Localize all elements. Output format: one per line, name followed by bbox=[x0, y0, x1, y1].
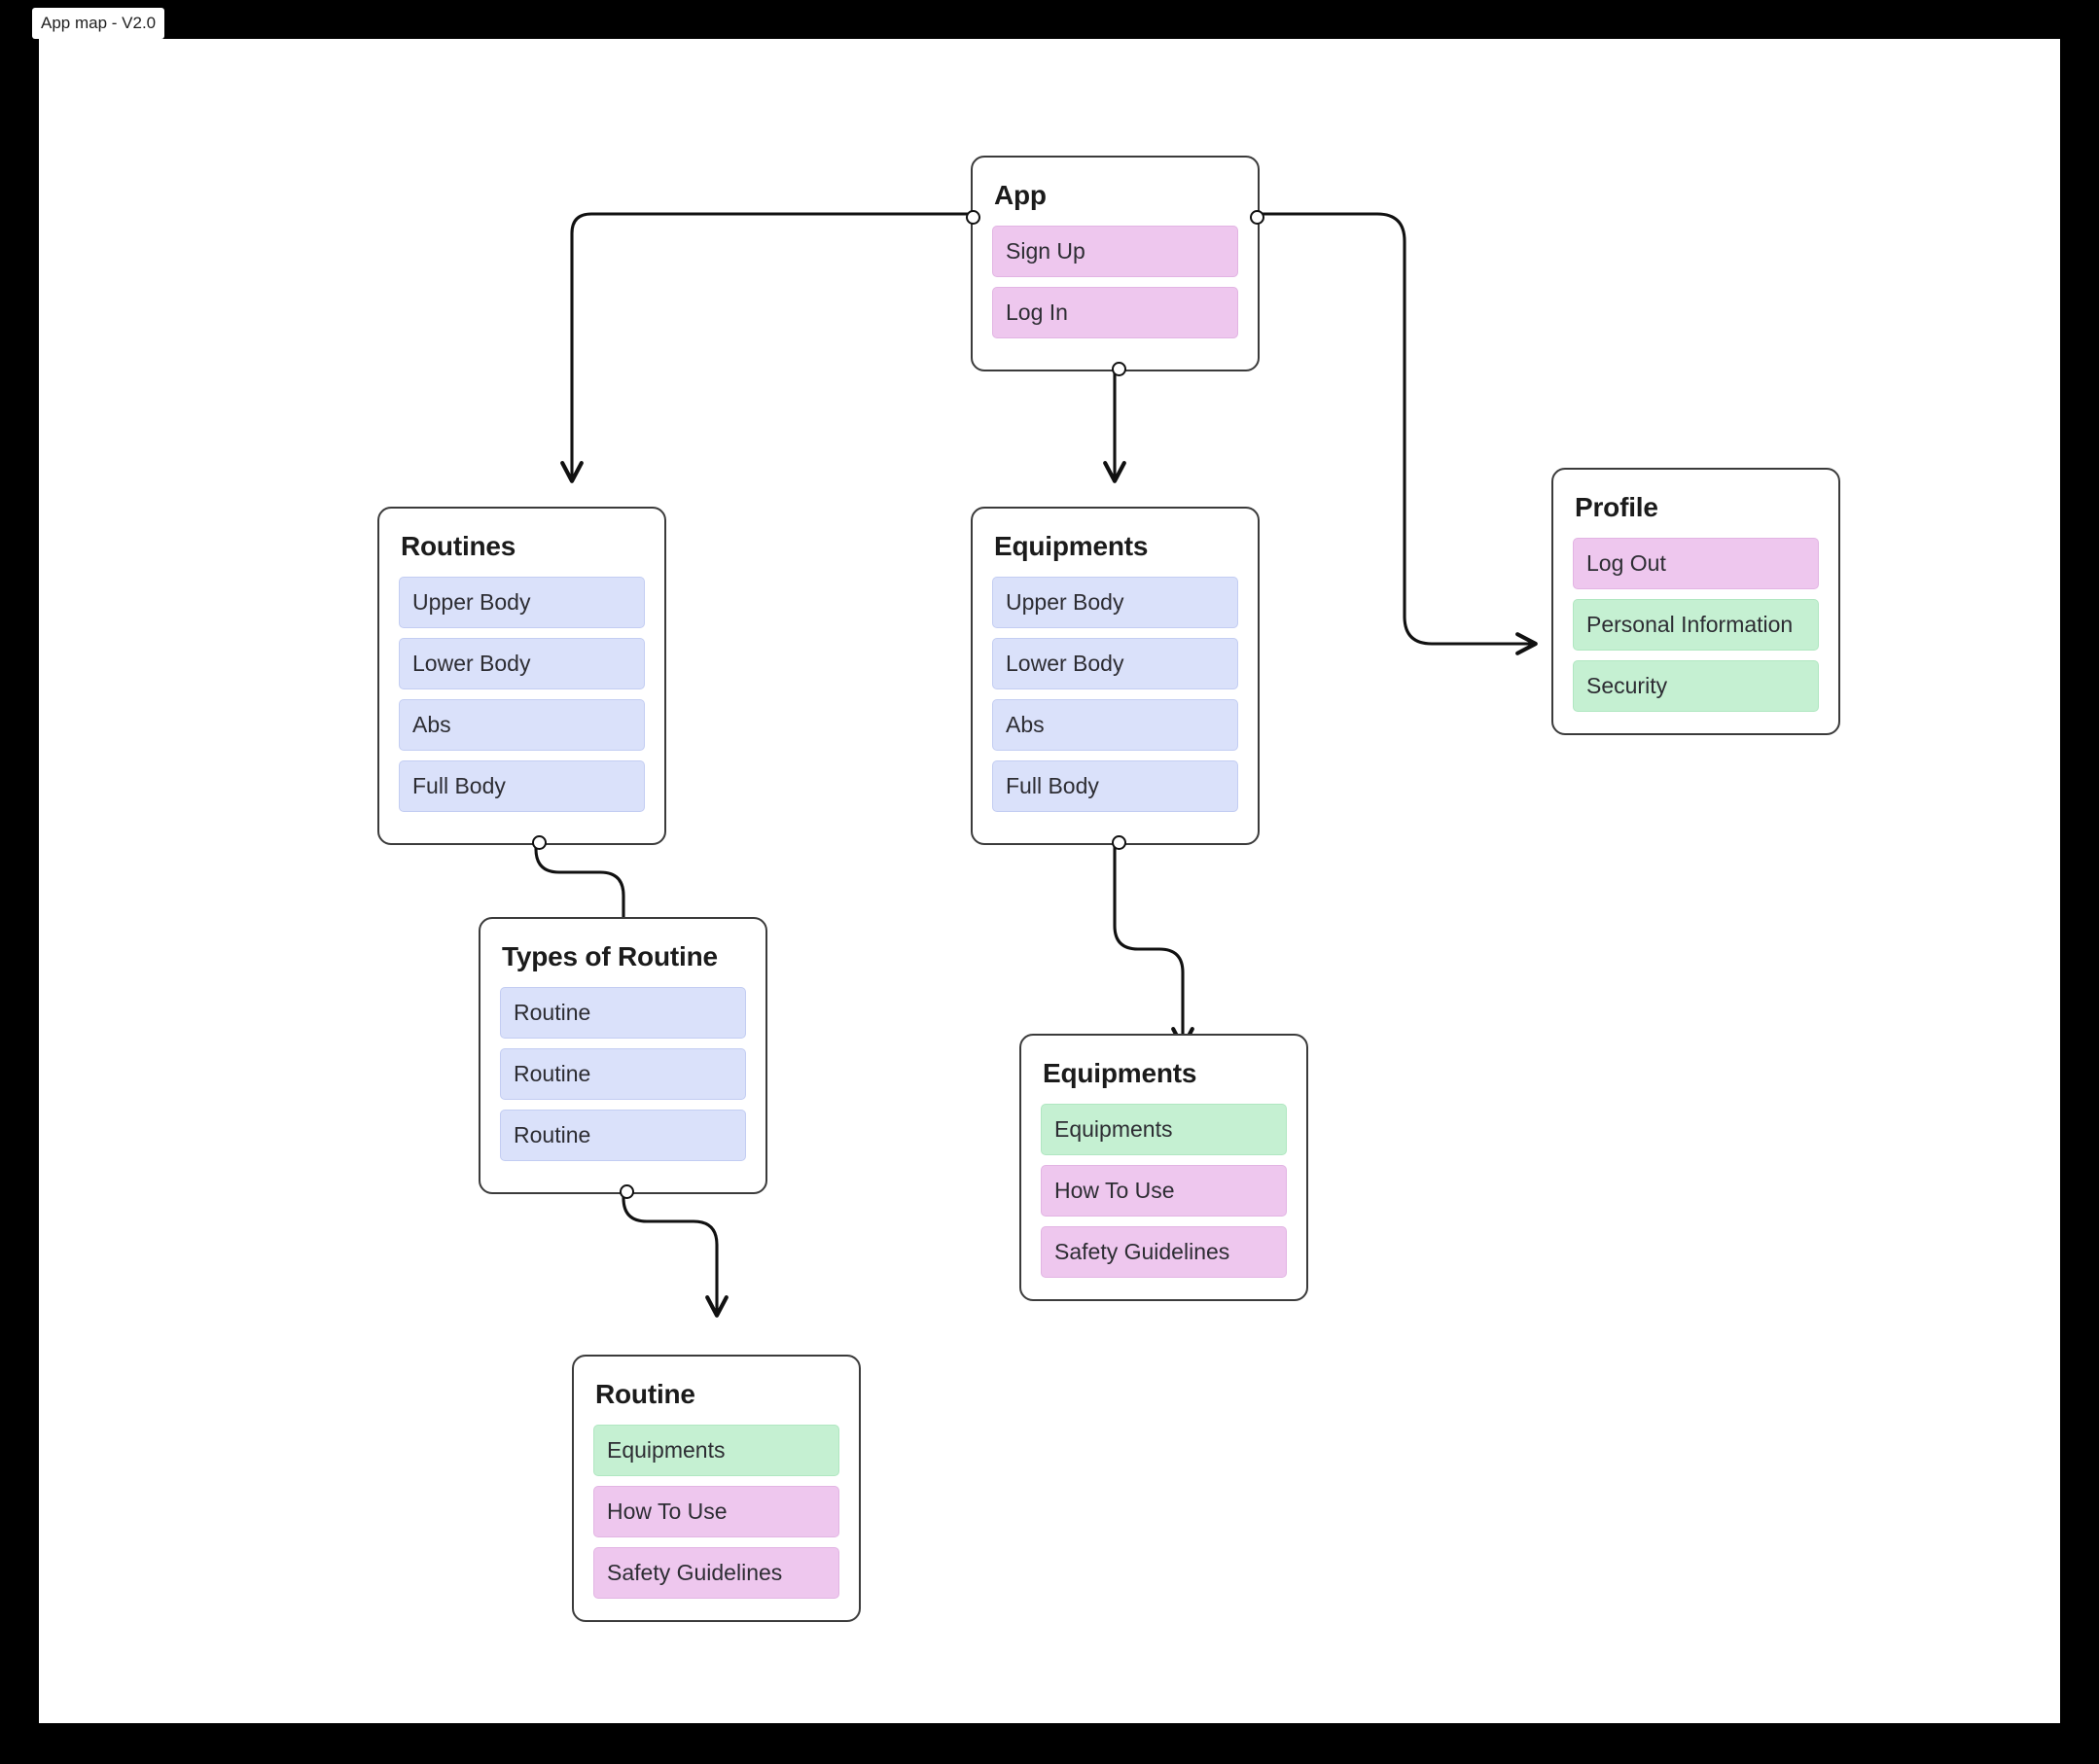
diagram-canvas[interactable]: App Sign Up Log In Routines Upper Body L… bbox=[39, 39, 2060, 1723]
node-routines-title: Routines bbox=[401, 531, 516, 561]
node-equipments-detail-item-safety-guidelines[interactable]: Safety Guidelines bbox=[1041, 1225, 1287, 1278]
edge-app-to-routines bbox=[572, 212, 971, 479]
port-types-of-routine-bottom[interactable] bbox=[620, 1183, 634, 1199]
node-routines-item-lower-body[interactable]: Lower Body bbox=[399, 637, 645, 689]
node-equipments-item-abs[interactable]: Abs bbox=[992, 698, 1238, 751]
port-routines-bottom[interactable] bbox=[532, 834, 547, 850]
node-equipments-detail-item-equipments[interactable]: Equipments bbox=[1041, 1103, 1287, 1155]
port-app-right[interactable] bbox=[1250, 210, 1264, 225]
node-types-of-routine[interactable]: Types of Routine Routine Routine Routine bbox=[479, 917, 767, 1199]
node-equipments-detail[interactable]: Equipments Equipments How To Use Safety … bbox=[1019, 1034, 1308, 1301]
node-equipments-item-lower-body[interactable]: Lower Body bbox=[992, 637, 1238, 689]
node-routine-detail[interactable]: Routine Equipments How To Use Safety Gui… bbox=[572, 1355, 861, 1622]
node-routine-detail-item-how-to-use[interactable]: How To Use bbox=[593, 1485, 839, 1537]
node-app-title: App bbox=[994, 180, 1047, 210]
node-app-item-sign-up[interactable]: Sign Up bbox=[992, 225, 1238, 277]
node-types-of-routine-title: Types of Routine bbox=[502, 941, 718, 971]
node-equipments-item-upper-body[interactable]: Upper Body bbox=[992, 576, 1238, 628]
node-routine-detail-item-safety-guidelines[interactable]: Safety Guidelines bbox=[593, 1546, 839, 1599]
node-types-of-routine-item-1[interactable]: Routine bbox=[500, 986, 746, 1039]
port-equipments-bottom[interactable] bbox=[1112, 834, 1126, 850]
node-app-item-log-in[interactable]: Log In bbox=[992, 286, 1238, 338]
node-routine-detail-item-equipments[interactable]: Equipments bbox=[593, 1424, 839, 1476]
node-routines-item-abs[interactable]: Abs bbox=[399, 698, 645, 751]
node-profile-item-security[interactable]: Security bbox=[1573, 659, 1819, 712]
node-equipments-title: Equipments bbox=[994, 531, 1149, 561]
node-types-of-routine-item-3[interactable]: Routine bbox=[500, 1109, 746, 1161]
node-equipments[interactable]: Equipments Upper Body Lower Body Abs Ful… bbox=[971, 507, 1260, 850]
node-app[interactable]: App Sign Up Log In bbox=[966, 156, 1264, 376]
node-types-of-routine-item-2[interactable]: Routine bbox=[500, 1047, 746, 1100]
node-routines[interactable]: Routines Upper Body Lower Body Abs Full … bbox=[377, 507, 666, 850]
port-app-bottom[interactable] bbox=[1112, 361, 1126, 376]
node-routines-item-upper-body[interactable]: Upper Body bbox=[399, 576, 645, 628]
port-app-left[interactable] bbox=[966, 210, 980, 225]
node-profile-item-personal-information[interactable]: Personal Information bbox=[1573, 598, 1819, 651]
node-routines-item-full-body[interactable]: Full Body bbox=[399, 759, 645, 812]
node-equipments-item-full-body[interactable]: Full Body bbox=[992, 759, 1238, 812]
node-profile-title: Profile bbox=[1575, 492, 1658, 522]
edge-app-to-profile bbox=[1260, 212, 1534, 644]
node-equipments-detail-item-how-to-use[interactable]: How To Use bbox=[1041, 1164, 1287, 1217]
node-profile-item-log-out[interactable]: Log Out bbox=[1573, 537, 1819, 589]
node-equipments-detail-title: Equipments bbox=[1043, 1058, 1197, 1088]
app-map-title-badge: App map - V2.0 bbox=[32, 8, 165, 39]
node-profile[interactable]: Profile Log Out Personal Information Sec… bbox=[1551, 468, 1840, 735]
node-routine-detail-title: Routine bbox=[595, 1379, 695, 1409]
